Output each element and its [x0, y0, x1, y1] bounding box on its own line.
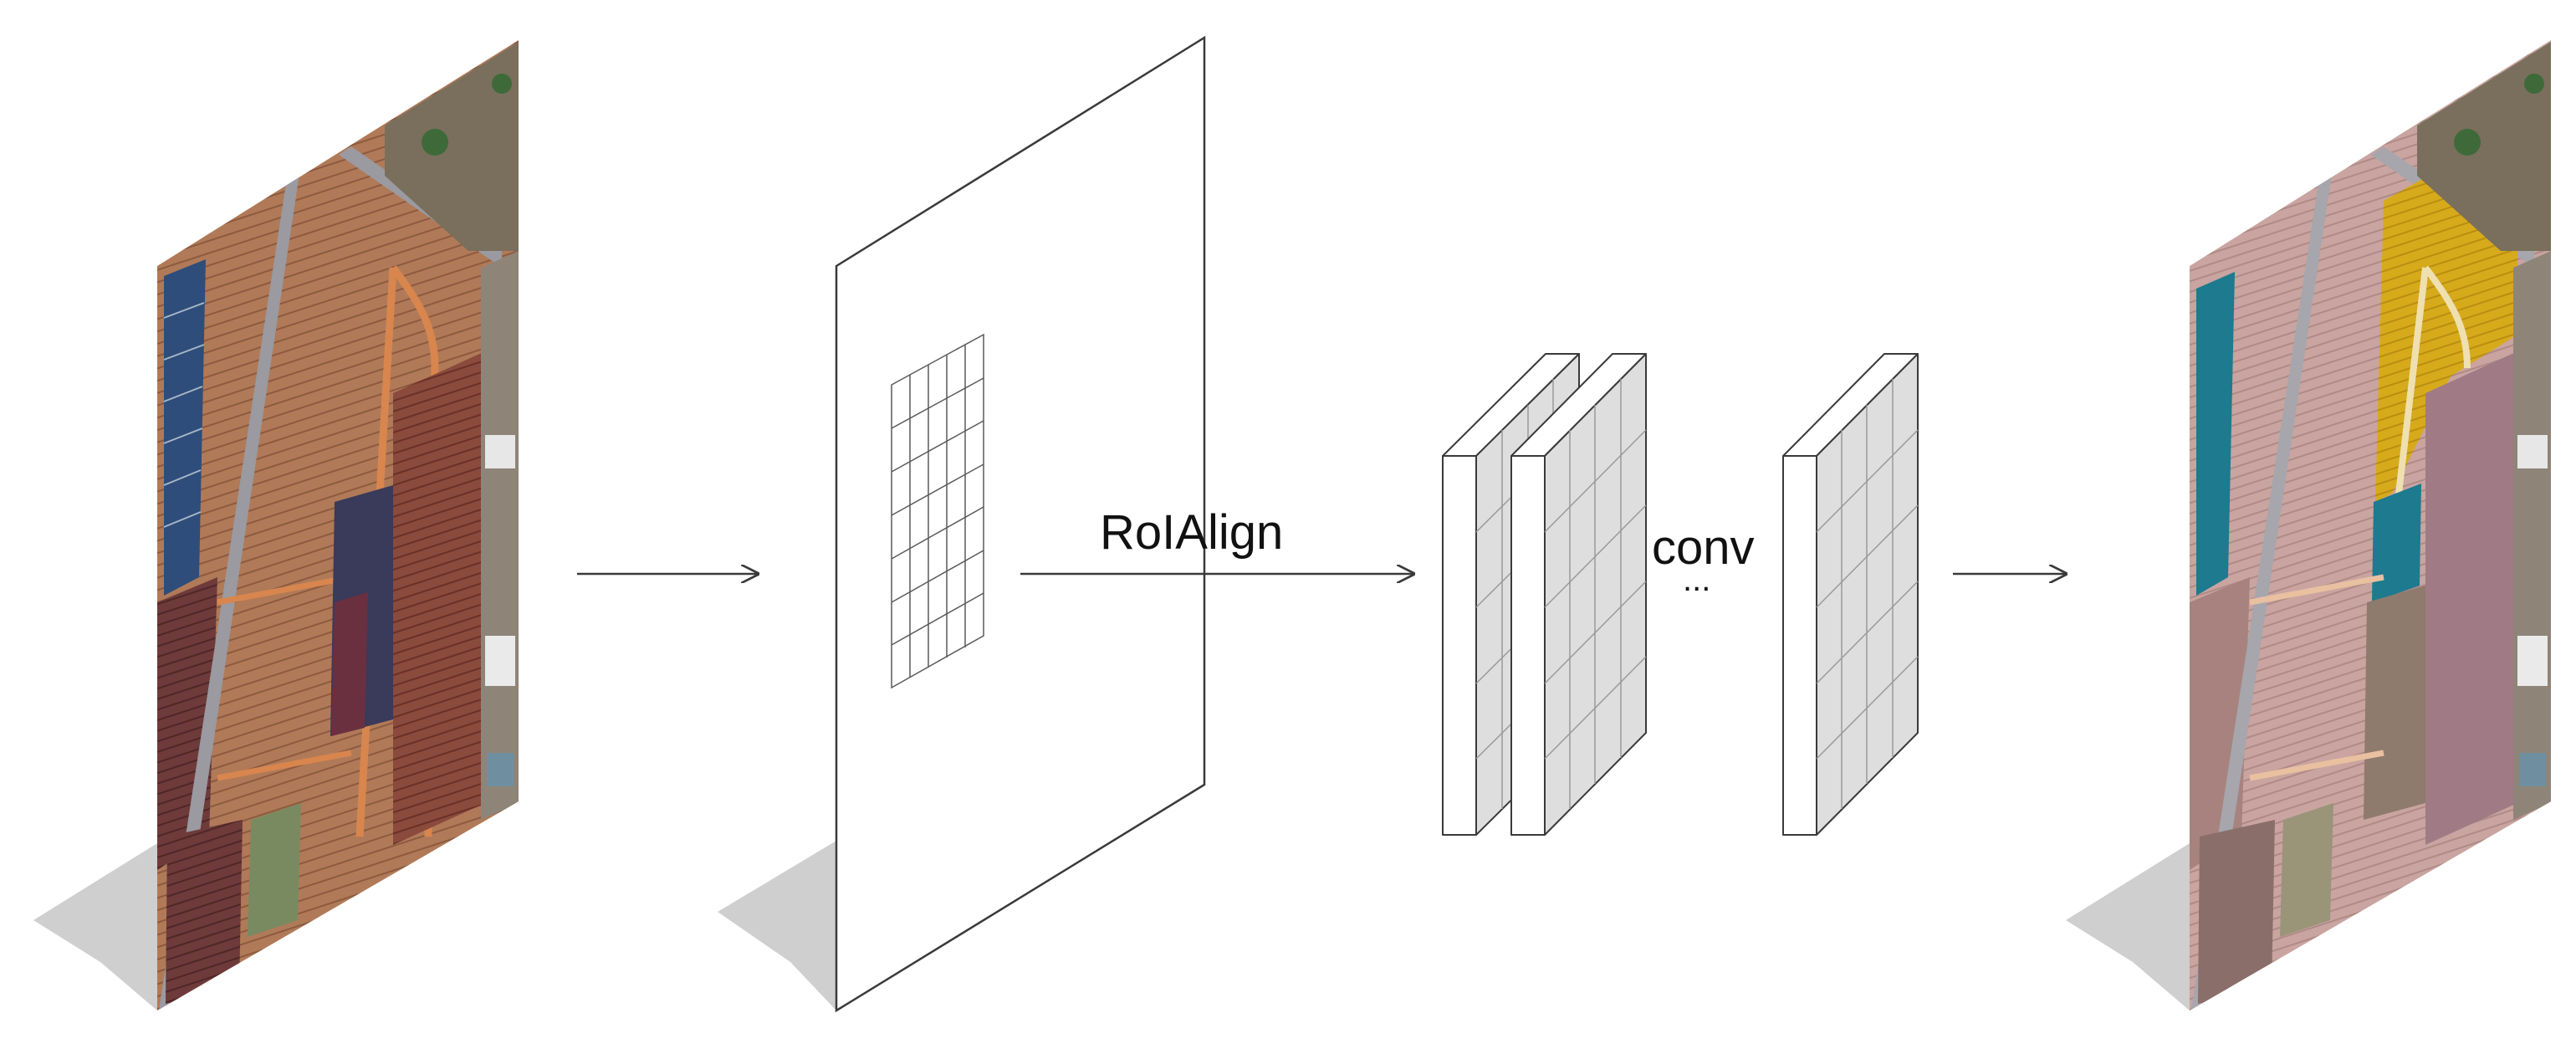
- feature-map-shadow: [718, 841, 836, 1011]
- input-image-shadow: [33, 843, 157, 1011]
- conv-ellipsis: ...: [1683, 561, 1710, 598]
- conv-block-3: [1782, 353, 1919, 836]
- output-segmented-image: [2066, 40, 2551, 1011]
- input-aerial-image: [33, 40, 519, 1011]
- feature-map-plane: [718, 35, 1206, 1013]
- roi-align-label: RoIAlign: [1100, 505, 1283, 560]
- roi-grid: [891, 333, 984, 689]
- conv-feature-stack: [1442, 353, 1919, 836]
- output-image-shadow: [2066, 843, 2190, 1011]
- conv-label: conv: [1652, 520, 1755, 575]
- conv-block-2: [1510, 353, 1647, 836]
